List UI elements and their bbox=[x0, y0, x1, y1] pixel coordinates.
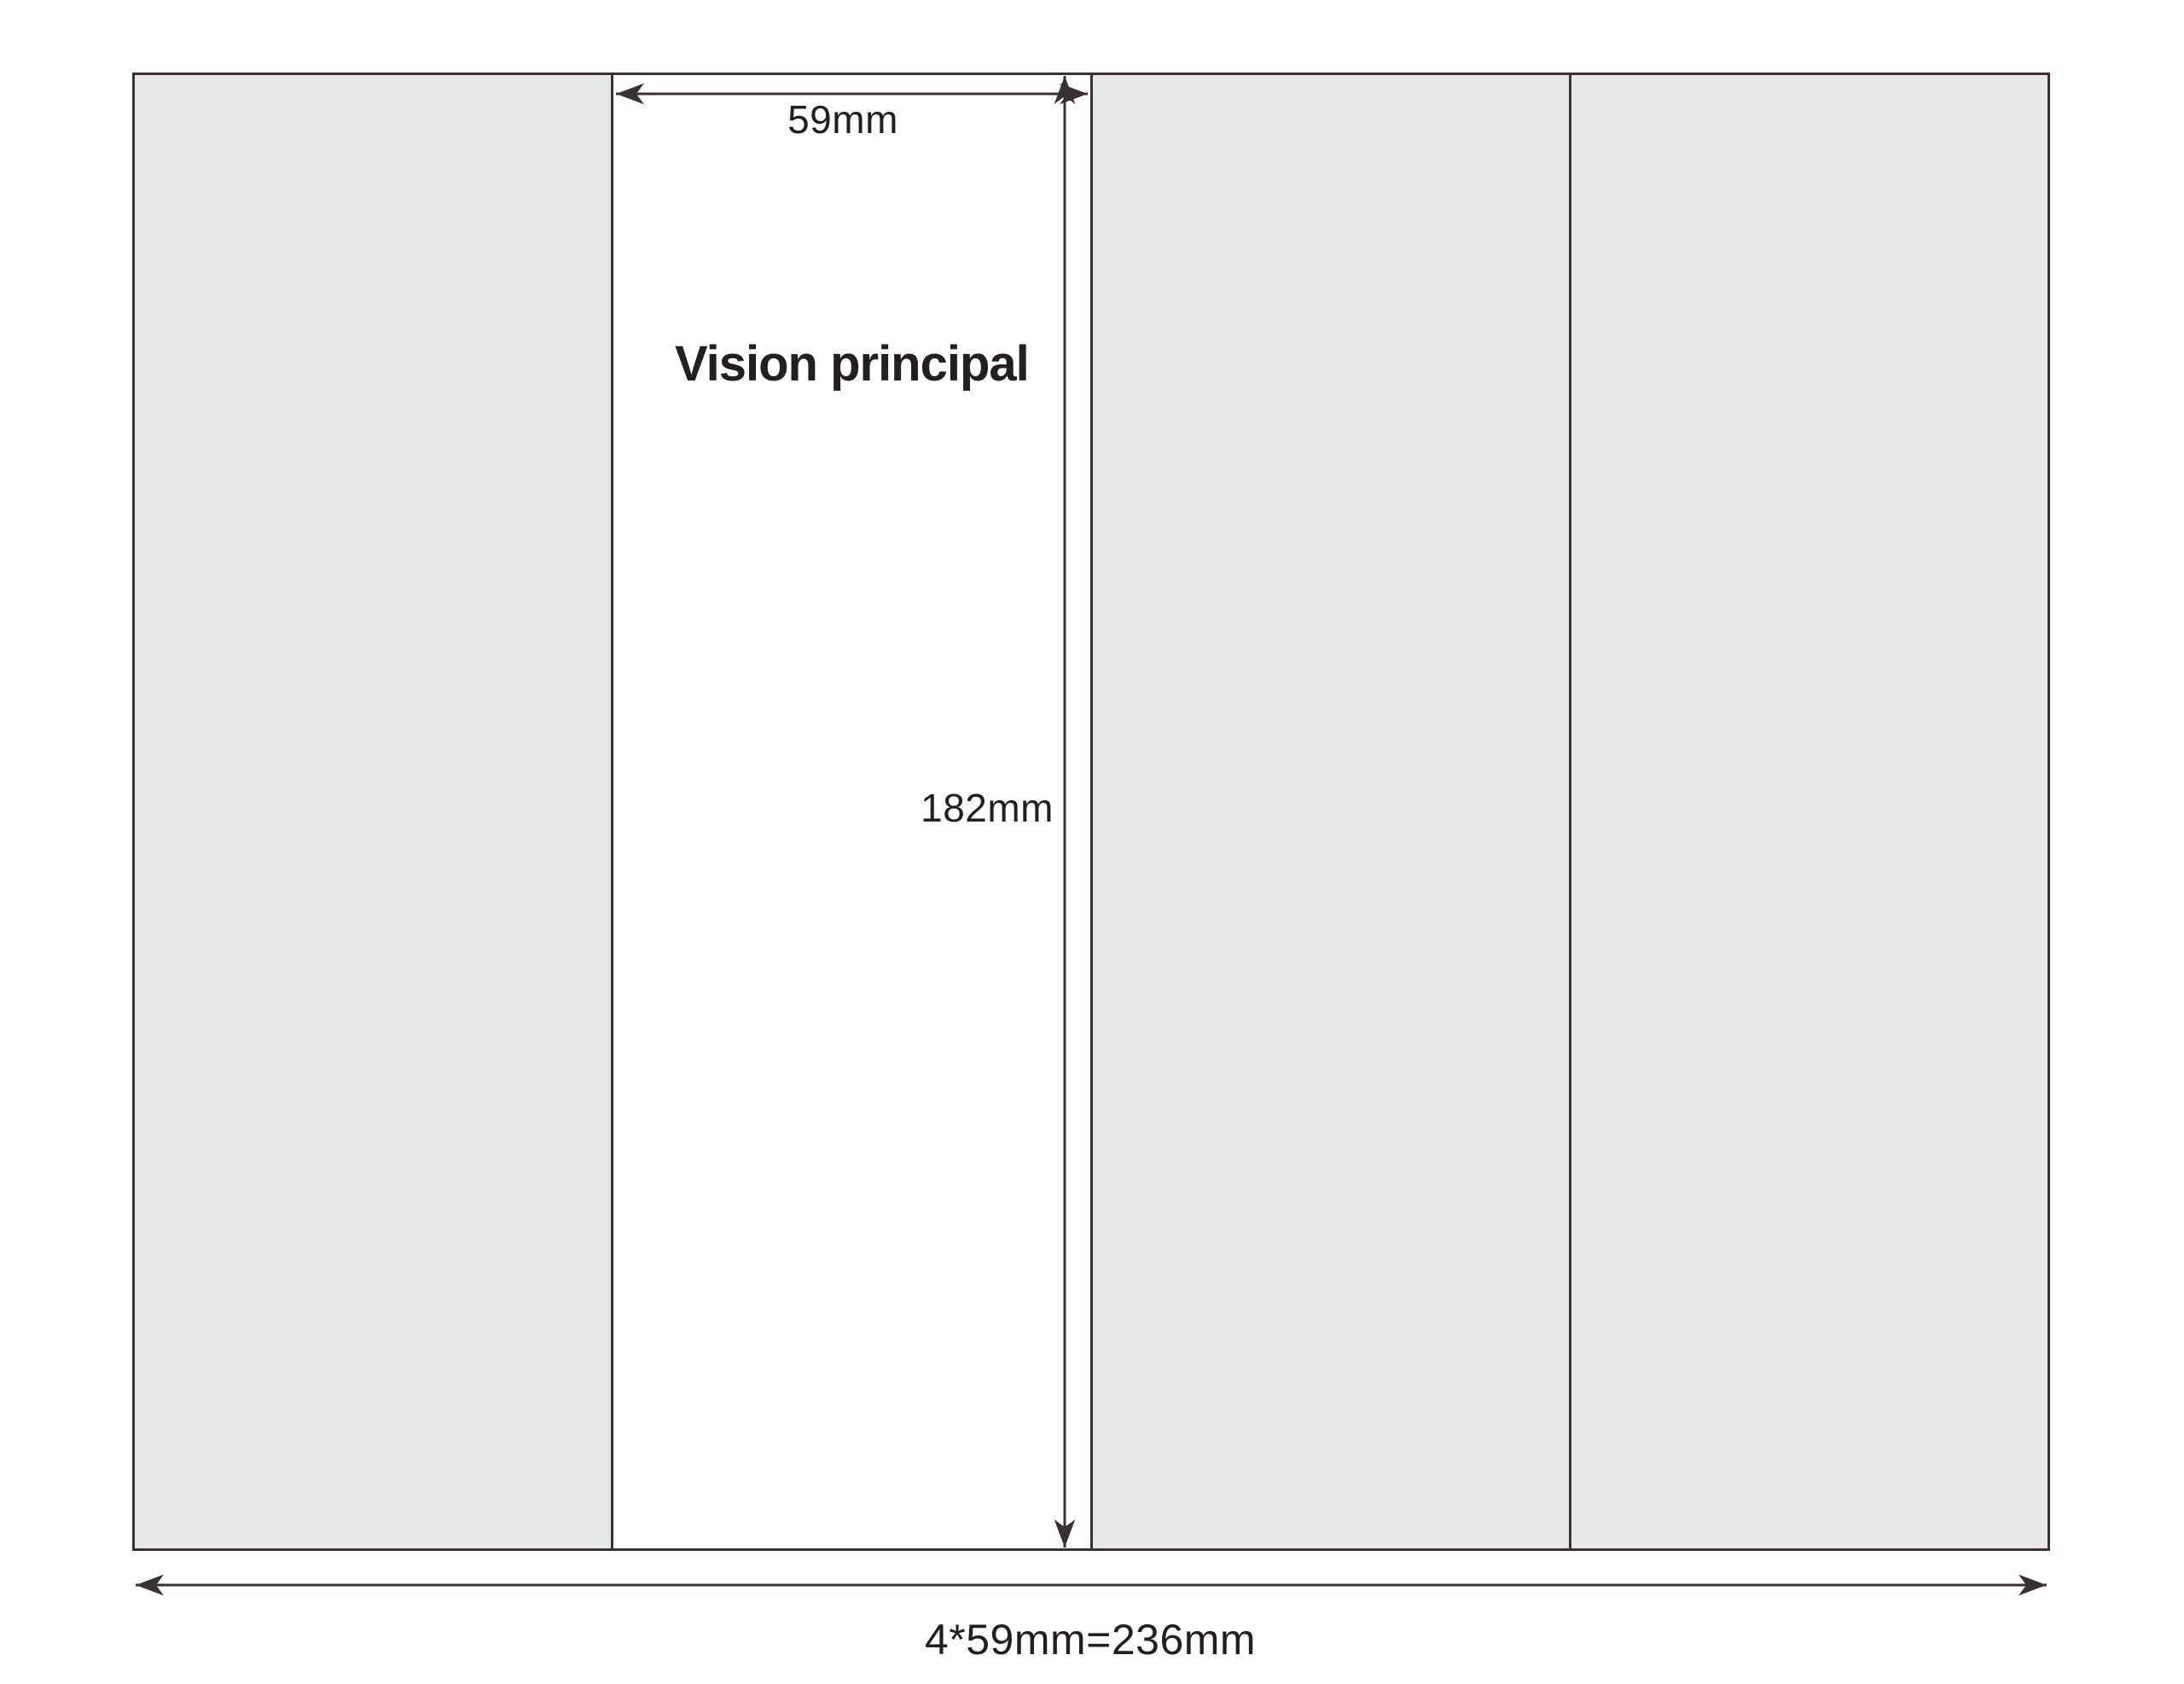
width-dimension-label: 59mm bbox=[787, 97, 898, 142]
height-dimension-label: 182mm bbox=[921, 786, 1054, 830]
fold-panel-4 bbox=[1568, 75, 2048, 1548]
panel-title: Vision principal bbox=[674, 336, 1030, 392]
fold-panel-3 bbox=[1089, 75, 1569, 1548]
fold-panel-2-main-vision: Vision principal bbox=[611, 75, 1090, 1548]
total-width-dimension-label: 4*59mm=236mm bbox=[924, 1616, 1257, 1664]
dieline-board: Vision principal bbox=[132, 73, 2050, 1551]
fold-panel-1 bbox=[135, 75, 611, 1548]
